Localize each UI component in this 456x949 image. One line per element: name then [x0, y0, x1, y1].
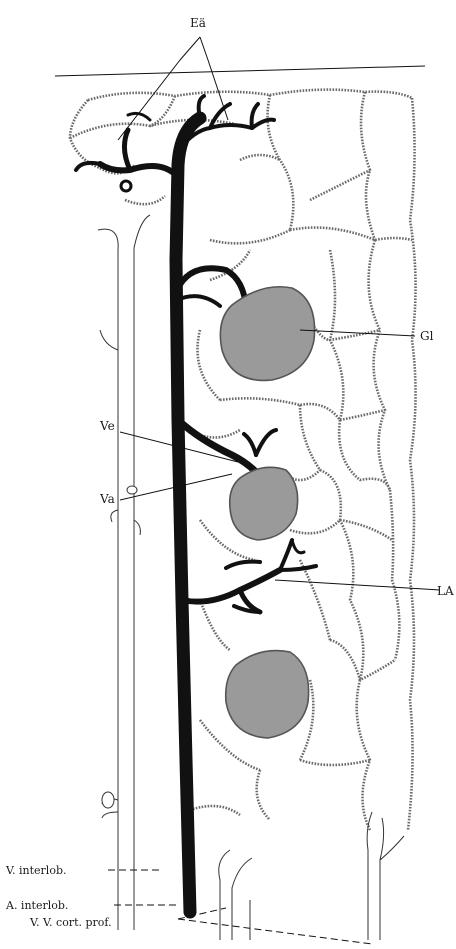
vein-stump — [102, 792, 114, 808]
interlobular-vein — [98, 215, 150, 930]
glomerulus — [226, 651, 309, 738]
label-ea: Eä — [190, 16, 206, 30]
glomeruli — [220, 287, 314, 738]
deep-cortical-veins — [219, 812, 404, 940]
label-v-interlob: V. interlob. — [5, 864, 66, 877]
kidney-surface-line — [55, 66, 425, 76]
glomerulus — [230, 467, 298, 540]
artery-stump — [121, 181, 131, 191]
vein-stump — [127, 486, 137, 494]
label-ve: Ve — [99, 419, 115, 433]
label-la: LA — [437, 584, 454, 598]
label-gl: Gl — [420, 329, 434, 343]
interlobular-artery — [176, 118, 200, 912]
label-vv-cort-prof: V. V. cort. prof. — [29, 916, 112, 929]
glomerulus — [220, 287, 314, 381]
label-a-interlob: A. interlob. — [5, 899, 68, 912]
label-va: Va — [99, 492, 115, 506]
